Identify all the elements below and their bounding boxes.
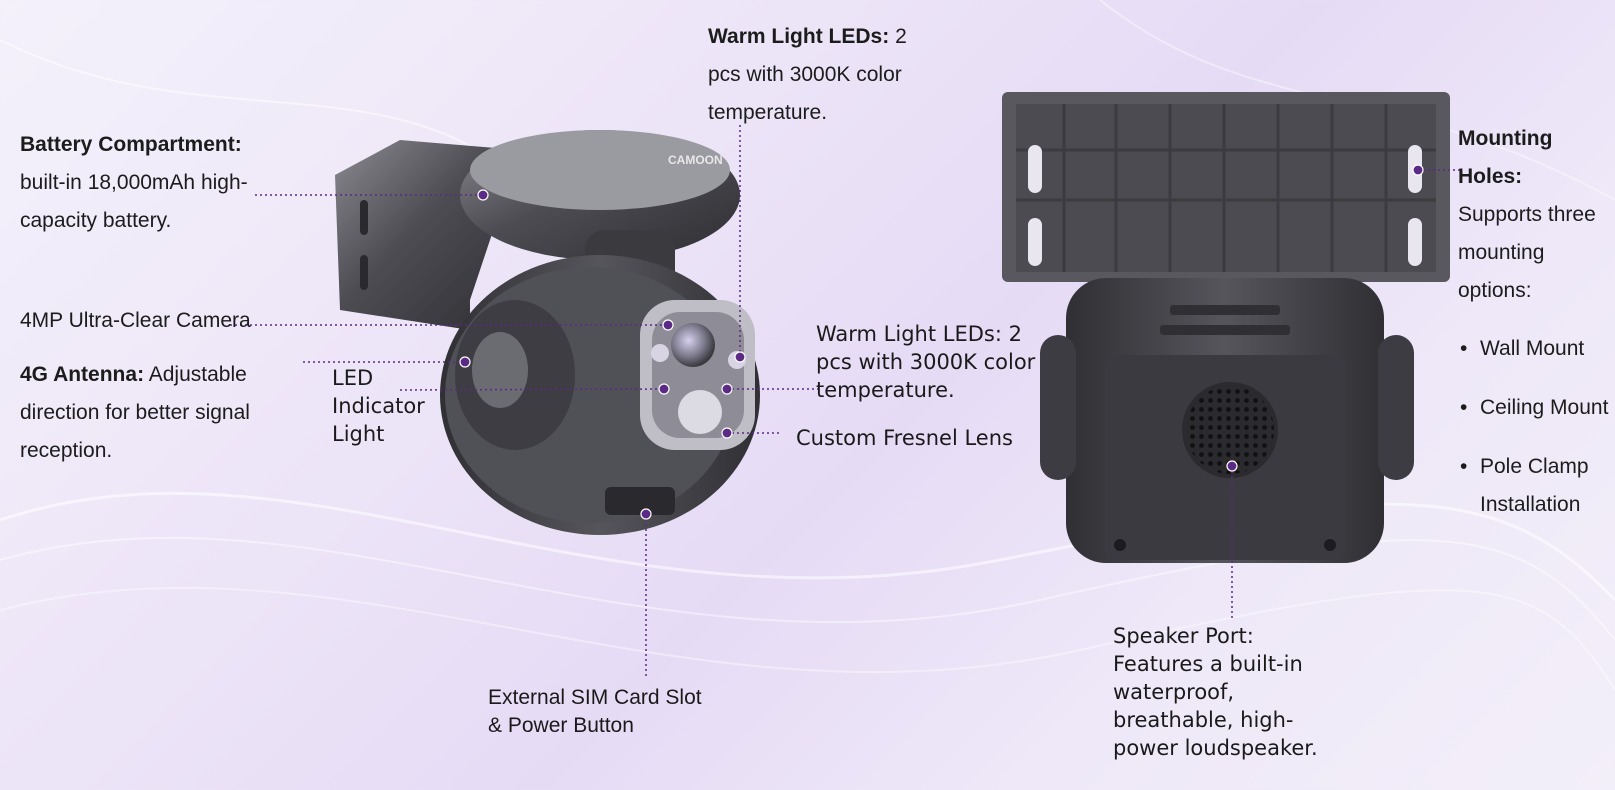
warm-led-top-callout: Warm Light LEDs: 2 pcs with 3000K color … — [708, 18, 938, 132]
svg-text:CAMOON: CAMOON — [668, 153, 723, 167]
led-indicator-text: LED Indicator Light — [332, 366, 425, 446]
leader-lines — [230, 125, 1460, 677]
camera-text: 4MP Ultra-Clear Camera — [20, 309, 251, 332]
warm-led-top-text: 2 pcs with 3000K color temperature. — [708, 25, 907, 124]
sim-slot-callout: External SIM Card Slot & Power Button — [488, 684, 708, 740]
speaker-text: Speaker Port: Features a built-in waterp… — [1113, 624, 1318, 760]
mounting-option: Ceiling Mount — [1458, 389, 1615, 427]
mounting-text: Supports three mounting options: — [1458, 203, 1596, 302]
led-indicator-callout: LED Indicator Light — [332, 364, 432, 448]
battery-text: built-in 18,000mAh high-capacity battery… — [20, 171, 248, 232]
antenna-title: 4G Antenna: — [20, 363, 145, 386]
mounting-option: Wall Mount — [1458, 330, 1615, 368]
antenna-callout: 4G Antenna: Adjustable direction for bet… — [20, 356, 295, 470]
mounting-options-list: Wall Mount Ceiling Mount Pole Clamp Inst… — [1458, 330, 1615, 545]
fresnel-text: Custom Fresnel Lens — [796, 426, 1013, 450]
battery-callout: Battery Compartment: built-in 18,000mAh … — [20, 126, 280, 240]
mounting-title: Mounting Holes: — [1458, 127, 1553, 188]
warm-led-right-callout: Warm Light LEDs: 2 pcs with 3000K color … — [816, 320, 1056, 404]
speaker-callout: Speaker Port: Features a built-in waterp… — [1113, 622, 1343, 762]
warm-led-top-title: Warm Light LEDs: — [708, 25, 890, 48]
warm-led-right-text: Warm Light LEDs: 2 pcs with 3000K color … — [816, 322, 1036, 402]
camera-callout: 4MP Ultra-Clear Camera — [20, 302, 310, 340]
sim-slot-text: External SIM Card Slot & Power Button — [488, 686, 702, 737]
battery-title: Battery Compartment: — [20, 133, 242, 156]
antenna-text: Adjustable direction for better signal r… — [20, 363, 250, 462]
camera-left-view: CAMOON — [335, 130, 760, 535]
camera-right-view — [1002, 92, 1450, 563]
leader-dots — [459, 164, 1424, 520]
mounting-callout: Mounting Holes: Supports three mounting … — [1458, 120, 1613, 310]
fresnel-callout: Custom Fresnel Lens — [796, 424, 1046, 452]
mounting-option: Pole Clamp Installation — [1458, 448, 1615, 524]
